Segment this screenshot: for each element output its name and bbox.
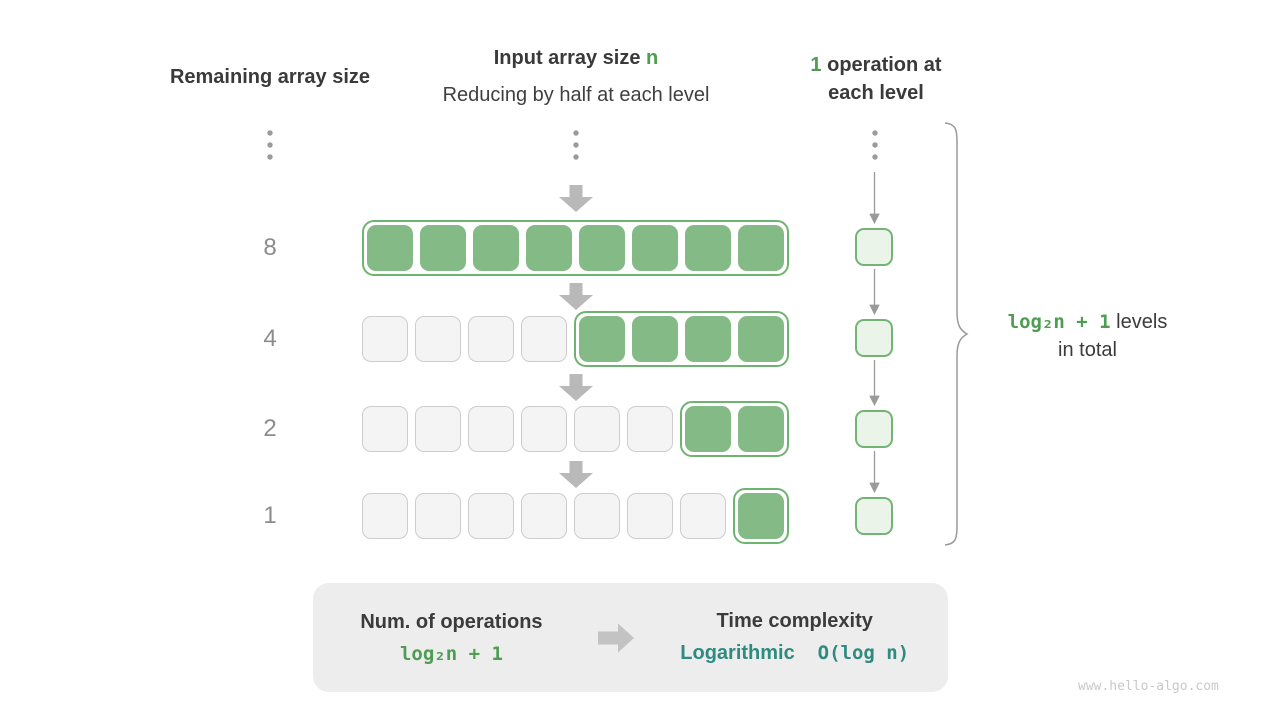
array-cell-discarded bbox=[680, 493, 726, 539]
brace bbox=[944, 122, 969, 546]
header-ops-num: 1 bbox=[810, 54, 822, 76]
header-input-prefix: Input array size bbox=[493, 47, 647, 69]
array-row: 4 bbox=[263, 311, 789, 367]
array-row: 1 bbox=[263, 488, 789, 544]
operation-cell bbox=[855, 497, 893, 535]
watermark: www.hello-algo.com bbox=[1078, 679, 1219, 694]
operation-cell bbox=[855, 410, 893, 448]
array-cell-active bbox=[738, 316, 784, 362]
array-cell-discarded bbox=[574, 493, 620, 539]
operation-cell bbox=[855, 319, 893, 357]
array-cell-discarded bbox=[468, 406, 514, 452]
array-cell-active bbox=[632, 316, 678, 362]
array-cell-discarded bbox=[521, 316, 567, 362]
array-cell-active bbox=[632, 225, 678, 271]
array-cell-discarded bbox=[415, 316, 461, 362]
active-subarray-group bbox=[680, 401, 789, 457]
array-cell-discarded bbox=[627, 493, 673, 539]
array-cell-discarded bbox=[362, 316, 408, 362]
remaining-size-label: 8 bbox=[263, 234, 277, 261]
remaining-size-label: 4 bbox=[263, 325, 277, 352]
array-cell-discarded bbox=[468, 316, 514, 362]
levels-line2: in total bbox=[1058, 339, 1117, 361]
summary-operations-formula: log₂n + 1 bbox=[399, 642, 503, 665]
array-cell-discarded bbox=[468, 493, 514, 539]
header-remaining-array-size: Remaining array size bbox=[169, 66, 371, 88]
header-operations-per-level: 1 operation at each level bbox=[810, 51, 941, 107]
array-row: 2 bbox=[263, 401, 789, 457]
array-cell-active bbox=[579, 316, 625, 362]
array-cell-active bbox=[685, 406, 731, 452]
summary-complexity-value: Logarithmic O(log n) bbox=[680, 642, 909, 665]
array-cell-active bbox=[738, 493, 784, 539]
active-subarray-group bbox=[574, 311, 789, 367]
array-cell-active bbox=[738, 225, 784, 271]
array-cell-discarded bbox=[521, 493, 567, 539]
array-cell-active bbox=[367, 225, 413, 271]
complexity-name: Logarithmic bbox=[680, 642, 795, 664]
summary-operations-title: Num. of operations bbox=[360, 610, 543, 633]
levels-suffix: levels bbox=[1110, 311, 1168, 333]
header-input-array-size: Input array size n bbox=[494, 47, 659, 70]
array-cell-active bbox=[685, 316, 731, 362]
levels-formula: log₂n + 1 bbox=[1007, 311, 1111, 333]
array-row: 8 bbox=[263, 220, 789, 276]
array-cell-discarded bbox=[362, 493, 408, 539]
summary-complexity: Time complexity Logarithmic O(log n) bbox=[641, 610, 948, 665]
array-cell-active bbox=[526, 225, 572, 271]
complexity-big-o-value: O(log n) bbox=[817, 642, 910, 664]
active-subarray-group bbox=[362, 220, 789, 276]
operation-cell bbox=[855, 228, 893, 266]
array-cell-discarded bbox=[521, 406, 567, 452]
header-ops-line2: each level bbox=[828, 82, 924, 104]
array-cell-active bbox=[473, 225, 519, 271]
ellipsis-dots bbox=[267, 130, 878, 160]
array-cell-active bbox=[420, 225, 466, 271]
array-cell-discarded bbox=[415, 406, 461, 452]
summary-box: Num. of operations log₂n + 1 Time comple… bbox=[313, 583, 948, 692]
array-cell-active bbox=[579, 225, 625, 271]
header-input-subtitle: Reducing by half at each level bbox=[442, 84, 710, 106]
header-ops-line1: operation at bbox=[821, 54, 942, 76]
complexity-big-o bbox=[795, 642, 818, 664]
levels-total-label: log₂n + 1 levels in total bbox=[985, 308, 1190, 364]
arrow-right-icon bbox=[594, 622, 638, 654]
summary-complexity-title: Time complexity bbox=[716, 610, 873, 632]
header-input-var-n: n bbox=[646, 47, 659, 69]
remaining-size-label: 2 bbox=[263, 415, 277, 442]
array-cell-discarded bbox=[627, 406, 673, 452]
remaining-size-label: 1 bbox=[263, 502, 277, 529]
array-cell-discarded bbox=[574, 406, 620, 452]
array-cell-active bbox=[685, 225, 731, 271]
array-cell-active bbox=[738, 406, 784, 452]
summary-operations: Num. of operations log₂n + 1 bbox=[313, 611, 590, 665]
array-cell-discarded bbox=[362, 406, 408, 452]
array-cell-discarded bbox=[415, 493, 461, 539]
active-subarray-group bbox=[733, 488, 789, 544]
